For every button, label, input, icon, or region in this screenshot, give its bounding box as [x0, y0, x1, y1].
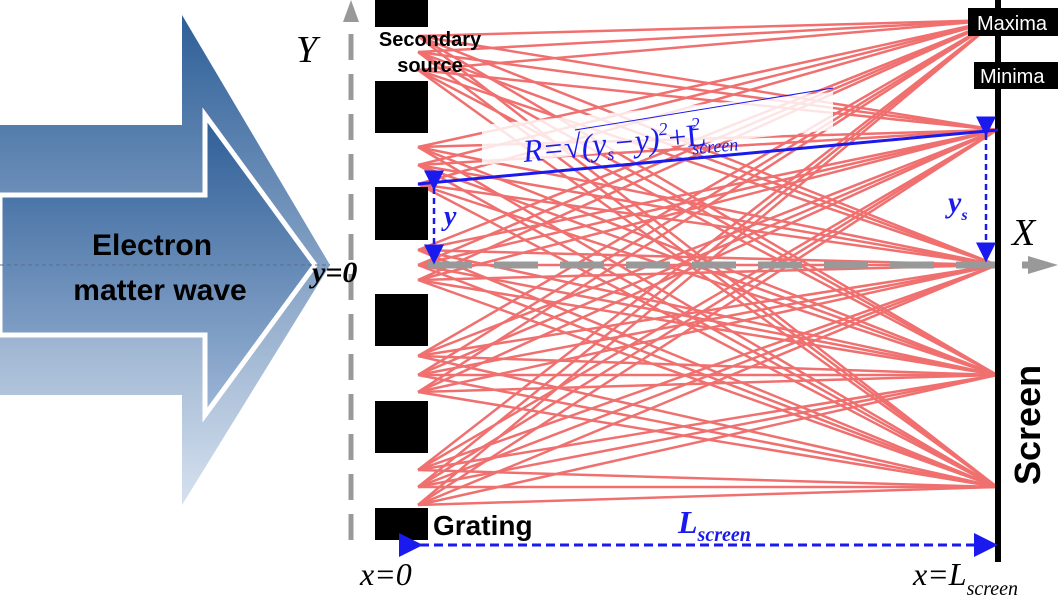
- ray: [417, 373, 998, 394]
- ray: [417, 50, 998, 132]
- ray: [417, 248, 998, 377]
- ray: [417, 263, 998, 394]
- ray: [417, 128, 998, 507]
- ray: [417, 182, 998, 267]
- ray: [417, 18, 998, 358]
- ray: [417, 19, 998, 488]
- ray: [417, 128, 998, 489]
- minima-badge: [974, 62, 1058, 89]
- r-distance-line: [417, 128, 999, 186]
- ray: [417, 263, 998, 358]
- ray: [417, 373, 998, 507]
- ray: [417, 68, 998, 267]
- y-zero-label: y=0: [309, 256, 357, 289]
- ray: [417, 182, 998, 489]
- y-var-label: y: [441, 201, 457, 232]
- ray: [417, 485, 998, 507]
- ray: [417, 128, 998, 472]
- ray: [417, 163, 998, 377]
- maxima-label: Maxima: [977, 13, 1048, 35]
- l-screen-label: Lscreen: [677, 504, 751, 546]
- ray: [417, 19, 998, 471]
- ray: [417, 182, 998, 377]
- ray: [417, 68, 998, 132]
- ray: [417, 18, 998, 282]
- ray: [417, 68, 998, 377]
- ray: [417, 128, 998, 252]
- secondary-label-line2: source: [397, 55, 463, 77]
- ray: [417, 373, 998, 472]
- secondary-label-line1: Secondary: [379, 29, 482, 51]
- y-axis-label: Y: [296, 29, 321, 71]
- ray: [417, 468, 998, 489]
- x-screen-label: x=Lscreen: [912, 556, 1018, 595]
- ray: [417, 163, 998, 267]
- y-axis-arrowhead: [343, 0, 359, 22]
- ray: [417, 128, 998, 358]
- ray: [417, 263, 998, 472]
- ray: [417, 18, 998, 377]
- ray: [417, 263, 998, 377]
- wave-label-line2: matter wave: [73, 274, 246, 307]
- ray: [417, 18, 998, 54]
- ray: [417, 18, 998, 72]
- grating: [375, 0, 428, 540]
- matter-wave-arrow: [0, 15, 330, 505]
- x-axis-arrowhead: [1028, 256, 1058, 274]
- ray: [417, 263, 998, 507]
- ray: [417, 50, 998, 377]
- ray: [417, 163, 998, 489]
- ray: [417, 263, 998, 489]
- x-axis-label: X: [1010, 212, 1037, 254]
- grating-label: Grating: [433, 510, 533, 541]
- distance-formula: R=√(ys−y)2+L2screen: [520, 110, 739, 174]
- ray: [417, 373, 998, 489]
- wave-label-line1: Electron: [92, 229, 212, 262]
- x-zero-label: x=0: [359, 556, 412, 592]
- maxima-badge: [968, 8, 1058, 36]
- minima-label: Minima: [980, 66, 1045, 88]
- ray: [417, 354, 998, 377]
- screen-label: Screen: [1007, 365, 1048, 485]
- ray: [417, 18, 998, 38]
- ys-label: ys: [945, 186, 968, 224]
- ray: [417, 18, 998, 394]
